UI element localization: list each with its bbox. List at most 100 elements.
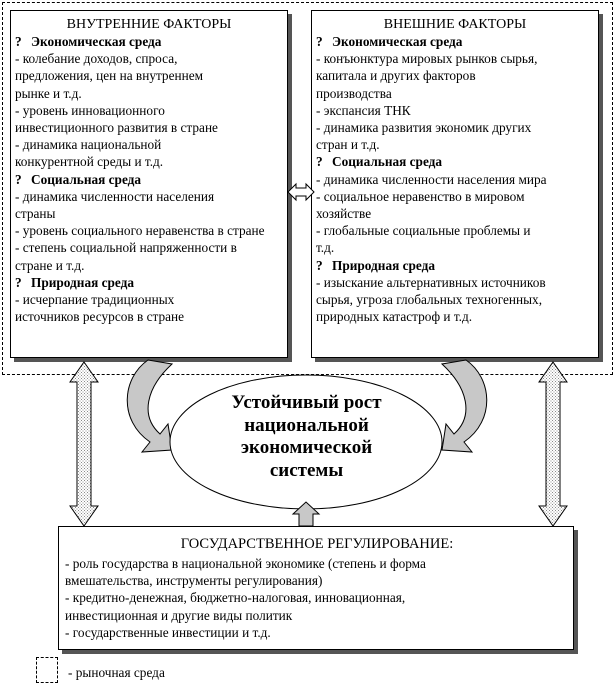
internal-line-text: предложения, цен на внутреннем [15,68,204,84]
internal-line-text: - степень социальной напряженности в [15,240,237,256]
internal-section-heading: ? Социальная среда [15,171,283,188]
external-line-text: Социальная среда [332,154,443,170]
internal-line-text: конкурентной среды и т.д. [15,154,164,170]
external-item-line: природных катастроф и т.д. [316,308,594,325]
internal-item-line: - динамика численности населения [15,188,283,205]
external-item-line: капитала и других факторов [316,67,594,84]
internal-item-line: источников ресурсов в стране [15,308,283,325]
internal-factors-list: ? Экономическая среда - колебание доходов,… [15,33,283,325]
left-curved-arrow [126,359,174,453]
internal-line-text: Социальная среда [31,171,142,187]
external-line-text: Экономическая среда [332,34,463,49]
goal-line: экономической [240,437,373,458]
internal-section-heading: ? Природная среда [15,274,283,291]
external-factors-title: ВНЕШНИЕ ФАКТОРЫ [383,17,527,32]
external-item-line: хозяйстве [316,205,594,222]
question-mark-icon: ? [15,171,22,187]
legend-label: - рыночная среда [68,665,165,680]
external-line-text: производства [316,85,392,101]
government-regulation-box: ГОСУДАРСТВЕННОЕ РЕГУЛИРОВАНИЕ: - роль го… [58,526,574,650]
internal-section-heading: ? Экономическая среда [15,33,283,50]
internal-item-line: стране и т.д. [15,257,283,274]
question-mark-icon: ? [316,154,323,170]
internal-line-text: - исчерпание традиционных [15,292,175,308]
external-factors-list: ? Экономическая среда - конъюнктура мировы… [316,33,594,325]
external-item-line: - изыскание альтернативных источников [316,274,594,291]
right-vertical-double-arrow [538,361,568,527]
external-item-line: производства [316,85,594,102]
internal-line-text: страны [15,206,56,222]
right-curved-arrow [440,359,488,453]
goal-text: Устойчивый рост национальной экономическ… [170,392,443,482]
external-section-heading: ? Социальная среда [316,153,594,170]
regulation-line: вмешательства, инструменты регулирования… [65,573,323,589]
goal-line: национальной [244,414,369,436]
external-item-line: - динамика развития экономик других [316,119,594,136]
external-line-text: стран и т.д. [316,137,380,153]
external-line-text: сырья, угроза глобальных техногенных, [316,292,543,308]
internal-line-text: - динамика национальной [15,137,162,153]
external-section-heading: ? Экономическая среда [316,33,594,50]
external-line-text: - глобальные социальные проблемы и [316,223,531,239]
external-line-text: Природная среда [332,257,436,273]
external-line-text: - социальное неравенство в мировом [316,188,525,204]
external-factors-box: ВНЕШНИЕ ФАКТОРЫ ? Экономическая среда - ко… [311,10,599,358]
external-section-heading: ? Природная среда [316,257,594,274]
government-regulation-title: ГОСУДАРСТВЕННОЕ РЕГУЛИРОВАНИЕ: [180,536,454,552]
external-line-text: т.д. [316,240,335,256]
external-item-line: - глобальные социальные проблемы и [316,222,594,239]
internal-item-line: рынке и т.д. [15,85,283,102]
internal-line-text: Экономическая среда [31,34,162,49]
regulation-line: - государственные инвестиции и т.д. [65,624,271,640]
external-item-line: стран и т.д. [316,136,594,153]
question-mark-icon: ? [316,257,323,273]
regulation-up-arrow [291,501,321,527]
internal-item-line: конкурентной среды и т.д. [15,153,283,170]
external-item-line: - конъюнктура мировых рынков сырья, [316,50,594,67]
external-line-text: - конъюнктура мировых рынков сырья, [316,51,538,67]
internal-line-text: - уровень социального неравенства в стра… [15,223,265,239]
question-mark-icon: ? [316,34,323,49]
internal-line-text: рынке и т.д. [15,85,82,101]
question-mark-icon: ? [15,274,22,290]
internal-line-text: стране и т.д. [15,257,85,273]
internal-line-text: - колебание доходов, спроса, [15,51,178,67]
external-item-line: - динамика численности населения мира [316,171,594,188]
external-item-line: т.д. [316,239,594,256]
external-line-text: хозяйстве [316,206,372,222]
external-line-text: - изыскание альтернативных источников [316,274,546,290]
left-vertical-double-arrow [69,361,99,527]
internal-line-text: - уровень инновационного [15,102,165,118]
question-mark-icon: ? [15,34,22,49]
internal-item-line: - уровень социального неравенства в стра… [15,222,283,239]
goal-line: Устойчивый рост [231,392,382,413]
market-environment-boundary [2,2,613,375]
internal-item-line: инвестиционного развития в стране [15,119,283,136]
internal-item-line: - уровень инновационного [15,102,283,119]
internal-item-line: страны [15,205,283,222]
internal-factors-title: ВНУТРЕННИЕ ФАКТОРЫ [66,17,232,32]
internal-line-text: Природная среда [31,274,135,290]
regulation-line: - роль государства в национальной эконом… [65,556,426,571]
internal-item-line: - исчерпание традиционных [15,291,283,308]
external-line-text: природных катастроф и т.д. [316,309,473,325]
legend-dashed-swatch [36,657,58,683]
external-line-text: - экспансия ТНК [316,102,411,118]
internal-line-text: источников ресурсов в стране [15,309,185,325]
internal-item-line: - колебание доходов, спроса, [15,50,283,67]
internal-factors-box: ВНУТРЕННИЕ ФАКТОРЫ ? Экономическая среда -… [10,10,288,358]
external-line-text: - динамика развития экономик других [316,120,532,136]
external-item-line: сырья, угроза глобальных техногенных, [316,291,594,308]
goal-line: системы [269,459,344,481]
internal-line-text: инвестиционного развития в стране [15,120,218,136]
external-item-line: - социальное неравенство в мировом [316,188,594,205]
internal-line-text: - динамика численности населения [15,188,215,204]
internal-item-line: - степень социальной напряженности в [15,239,283,256]
regulation-line: инвестиционная и другие виды политик [65,607,293,623]
external-item-line: - экспансия ТНК [316,102,594,119]
external-line-text: - динамика численности населения мира [316,171,547,187]
external-line-text: капитала и других факторов [316,68,476,84]
internal-item-line: - динамика национальной [15,136,283,153]
factors-double-arrow [287,182,315,202]
